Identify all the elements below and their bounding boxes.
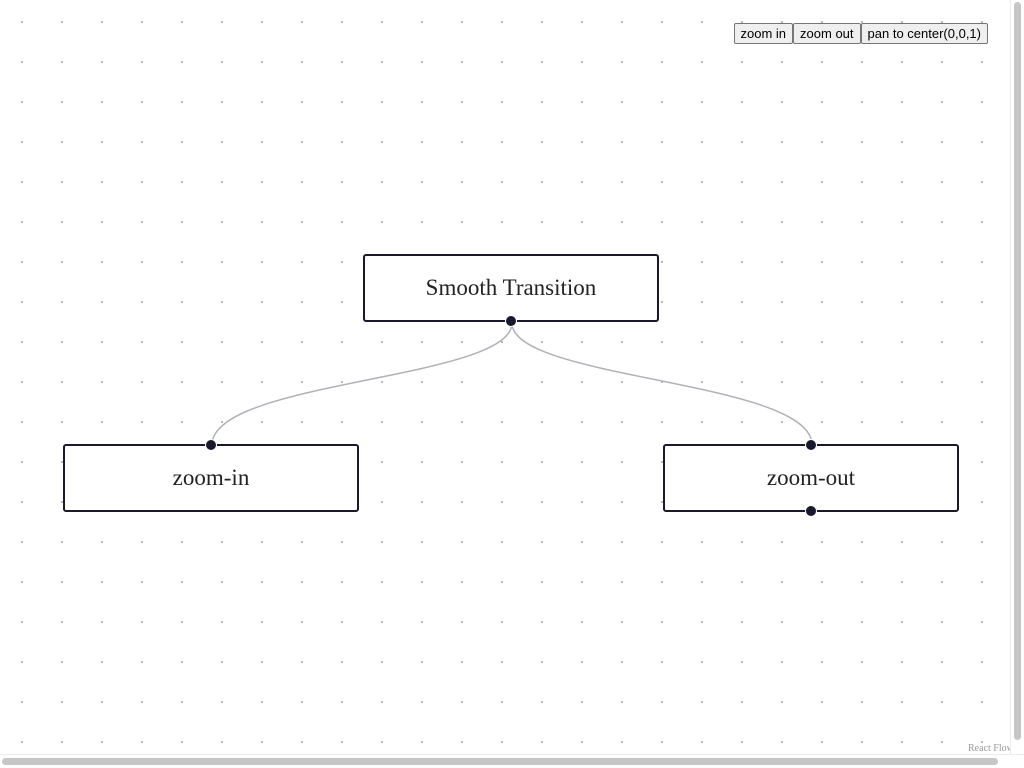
horizontal-scrollbar[interactable] [0, 754, 1024, 768]
attribution-link[interactable]: React Flow [964, 744, 1010, 754]
edge-smooth-transition-to-zoom-out[interactable] [511, 322, 813, 446]
vertical-scrollbar[interactable] [1010, 0, 1024, 754]
target-handle[interactable] [805, 439, 817, 451]
node-smooth-transition[interactable]: Smooth Transition [363, 254, 659, 327]
node-label: Smooth Transition [425, 275, 597, 300]
horizontal-scrollbar-thumb[interactable] [2, 758, 998, 765]
edges-layer [211, 322, 813, 446]
node-zoom-out[interactable]: zoom-out [663, 439, 959, 517]
edge-smooth-transition-to-zoom-in[interactable] [211, 322, 513, 446]
source-handle[interactable] [505, 315, 517, 327]
node-zoom-in[interactable]: zoom-in [63, 439, 359, 512]
flow-canvas[interactable]: Smooth Transition zoom-in zoom-out zoom … [0, 0, 1010, 754]
node-label: zoom-in [172, 465, 250, 490]
zoom-in-button[interactable]: zoom in [733, 23, 794, 44]
pan-to-center-button[interactable]: pan to center(0,0,1) [860, 23, 988, 44]
node-label: zoom-out [766, 465, 856, 490]
source-handle[interactable] [805, 505, 817, 517]
target-handle[interactable] [205, 439, 217, 451]
controls-panel: zoom in zoom out pan to center(0,0,1) [733, 23, 988, 44]
vertical-scrollbar-thumb[interactable] [1014, 2, 1021, 740]
zoom-out-button[interactable]: zoom out [793, 23, 861, 44]
